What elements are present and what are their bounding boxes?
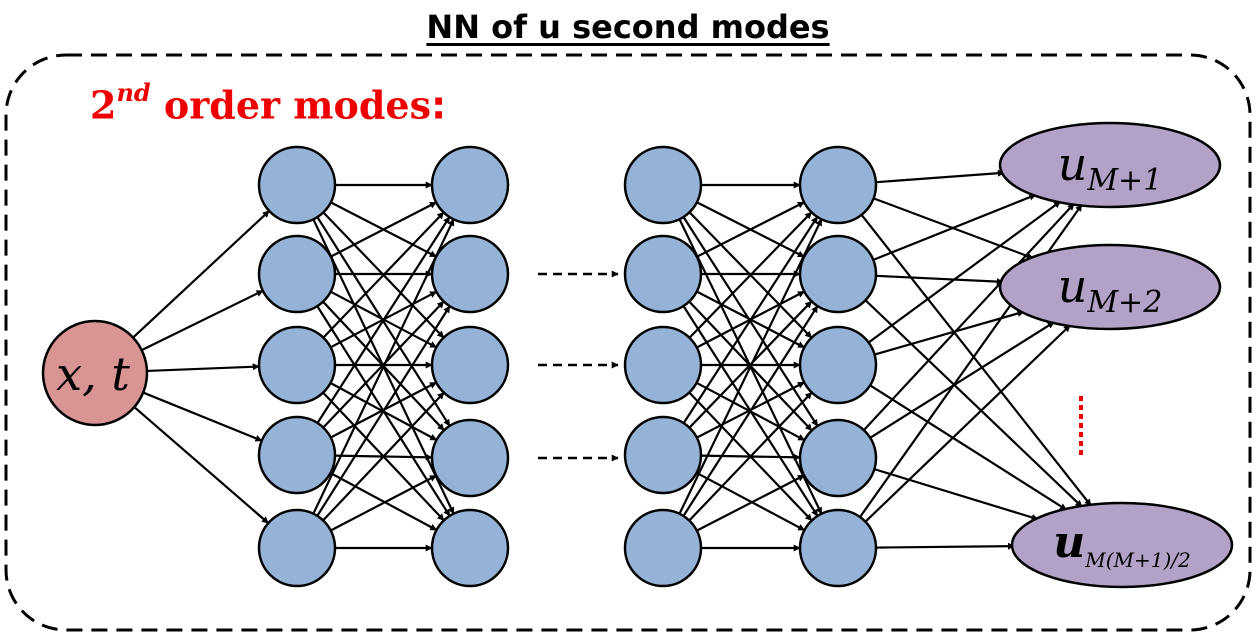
edge-l3-5-to-l4-2 (682, 305, 819, 517)
edge-l4-2-to-out-3 (864, 299, 1083, 508)
output-node-3: uM(M+1)/2 (1010, 501, 1234, 589)
network-boundary-box (4, 53, 1252, 632)
ellipsis-dot-7 (1079, 450, 1083, 455)
layer-gap-arrows (538, 270, 619, 462)
output-node-2: uM+2 (998, 243, 1222, 331)
mode-order-text: order modes (150, 82, 431, 128)
output-node-1-label: uM+1 (1058, 137, 1163, 198)
hidden-layer-3-neuron-2 (623, 234, 703, 314)
edge-l4-4-to-out-3 (874, 468, 1039, 521)
output-node-3-label: uM(M+1)/2 (1053, 517, 1191, 572)
ellipsis-dot-4 (1079, 423, 1083, 428)
hidden-layer-1-neuron-2 (257, 234, 337, 314)
output-node-1-ellipse (998, 121, 1222, 209)
hidden-layer-2-neuron-4 (430, 418, 510, 498)
hidden-layer-1-neuron-4 (257, 415, 337, 495)
input-node-label: x, t (56, 347, 130, 401)
hidden-layer-1-neuron-3 (257, 325, 337, 405)
output-node-1-sub: M+1 (1086, 163, 1162, 198)
edge-l1-5-to-l2-2 (316, 305, 451, 517)
edge-l1-3-to-l2-1 (322, 211, 445, 339)
edge-input-to-l1-2 (141, 289, 264, 352)
output-node-2-ellipse (998, 243, 1222, 331)
hidden-layer-4-neuron-2 (798, 234, 878, 314)
hidden-layer-1-neuron-5 (257, 508, 337, 588)
hidden-layer-2-neuron-3 (430, 325, 510, 405)
edge-input-to-l1-5 (133, 406, 269, 524)
output-node-1-base: u (1058, 137, 1088, 191)
hidden-layer-2-neuron-5 (430, 508, 510, 588)
hidden-layer-4-neuron-3 (798, 325, 878, 405)
diagram-title: NN of u second modes (426, 8, 830, 46)
edge-input-to-l1-4 (142, 391, 263, 442)
hidden-layer-3-neuron-3 (623, 325, 703, 405)
edge-l3-4-to-l4-1 (682, 216, 819, 424)
edge-l4-3-to-out-1 (867, 200, 1061, 344)
output-node-2-base: u (1058, 259, 1088, 313)
edge-l3-5-to-l4-4 (696, 474, 805, 532)
edge-l3-3-to-l4-1 (688, 211, 813, 339)
vertical-ellipsis (1079, 396, 1083, 455)
edge-l4-4-to-out-2 (869, 321, 1055, 439)
input-node-circle (41, 319, 149, 427)
mode-order-heading: 2nd order modes: (90, 78, 447, 128)
mode-order-suffix: nd (116, 78, 151, 107)
hidden-layer-3-neuron-5 (623, 508, 703, 588)
edge-l4-4-to-out-1 (863, 203, 1075, 431)
edge-input-to-l1-1 (132, 210, 270, 339)
output-node-3-ellipse (1010, 501, 1234, 589)
edge-input-to-l1-3 (146, 363, 260, 373)
edge-l3-5-to-l4-1 (678, 218, 823, 515)
hidden-layer-1-neuron-1 (257, 145, 337, 225)
ellipsis-dot-1 (1079, 396, 1083, 401)
output-node-2-sub: M+2 (1086, 285, 1162, 320)
mode-order-colon: : (430, 83, 447, 128)
hidden-layer-4-neuron-1 (798, 145, 878, 225)
output-node-1: uM+1 (998, 121, 1222, 209)
hidden-layer-4-neuron-5 (798, 508, 878, 588)
edge-l1-5-to-l2-4 (330, 474, 437, 532)
output-node-2-label: uM+2 (1058, 259, 1163, 320)
edge-l4-3-to-out-2 (874, 310, 1025, 356)
edge-l4-2-to-out-2 (875, 274, 1004, 286)
edge-l4-3-to-out-3 (869, 384, 1067, 511)
hidden-layer-2-neuron-1 (430, 145, 510, 225)
ellipsis-dot-2 (1079, 405, 1083, 410)
hidden-layer-3-neuron-4 (623, 415, 703, 495)
hidden-layer-3-neuron-1 (623, 145, 703, 225)
edge-l1-4-to-l2-1 (316, 216, 451, 424)
edge-l1-4-to-l2-5 (329, 472, 438, 531)
hidden-layer-4-neuron-4 (798, 418, 878, 498)
edge-l3-2-to-l4-1 (696, 201, 805, 258)
ellipsis-dot-5 (1079, 432, 1083, 437)
output-node-3-base: u (1053, 517, 1085, 568)
hidden-layer-2-neuron-2 (430, 234, 510, 314)
edge-l1-5-to-l2-1 (312, 218, 455, 515)
edge-l3-4-to-l4-5 (696, 471, 806, 532)
edge-l4-5-to-out-3 (875, 542, 1015, 550)
network-nodes (257, 145, 878, 588)
edge-l1-5-to-l2-3 (322, 391, 445, 522)
connection-edges (132, 169, 1092, 552)
output-nodes: uM+1 uM+2 uM(M+1)/2 (998, 121, 1234, 589)
edge-l1-2-to-l2-1 (330, 201, 437, 258)
ellipsis-dot-3 (1079, 414, 1083, 419)
mode-order-number: 2 (90, 82, 117, 128)
edge-l4-1-to-out-1 (875, 169, 1005, 184)
input-node: x, t (41, 319, 149, 427)
edge-l4-2-to-out-1 (872, 193, 1037, 261)
edge-l3-5-to-l4-3 (688, 391, 813, 522)
ellipsis-dot-6 (1079, 441, 1083, 446)
edge-l4-1-to-out-3 (860, 214, 1092, 507)
output-node-3-sub: M(M+1)/2 (1084, 548, 1191, 572)
edge-l4-5-to-out-2 (864, 324, 1071, 523)
